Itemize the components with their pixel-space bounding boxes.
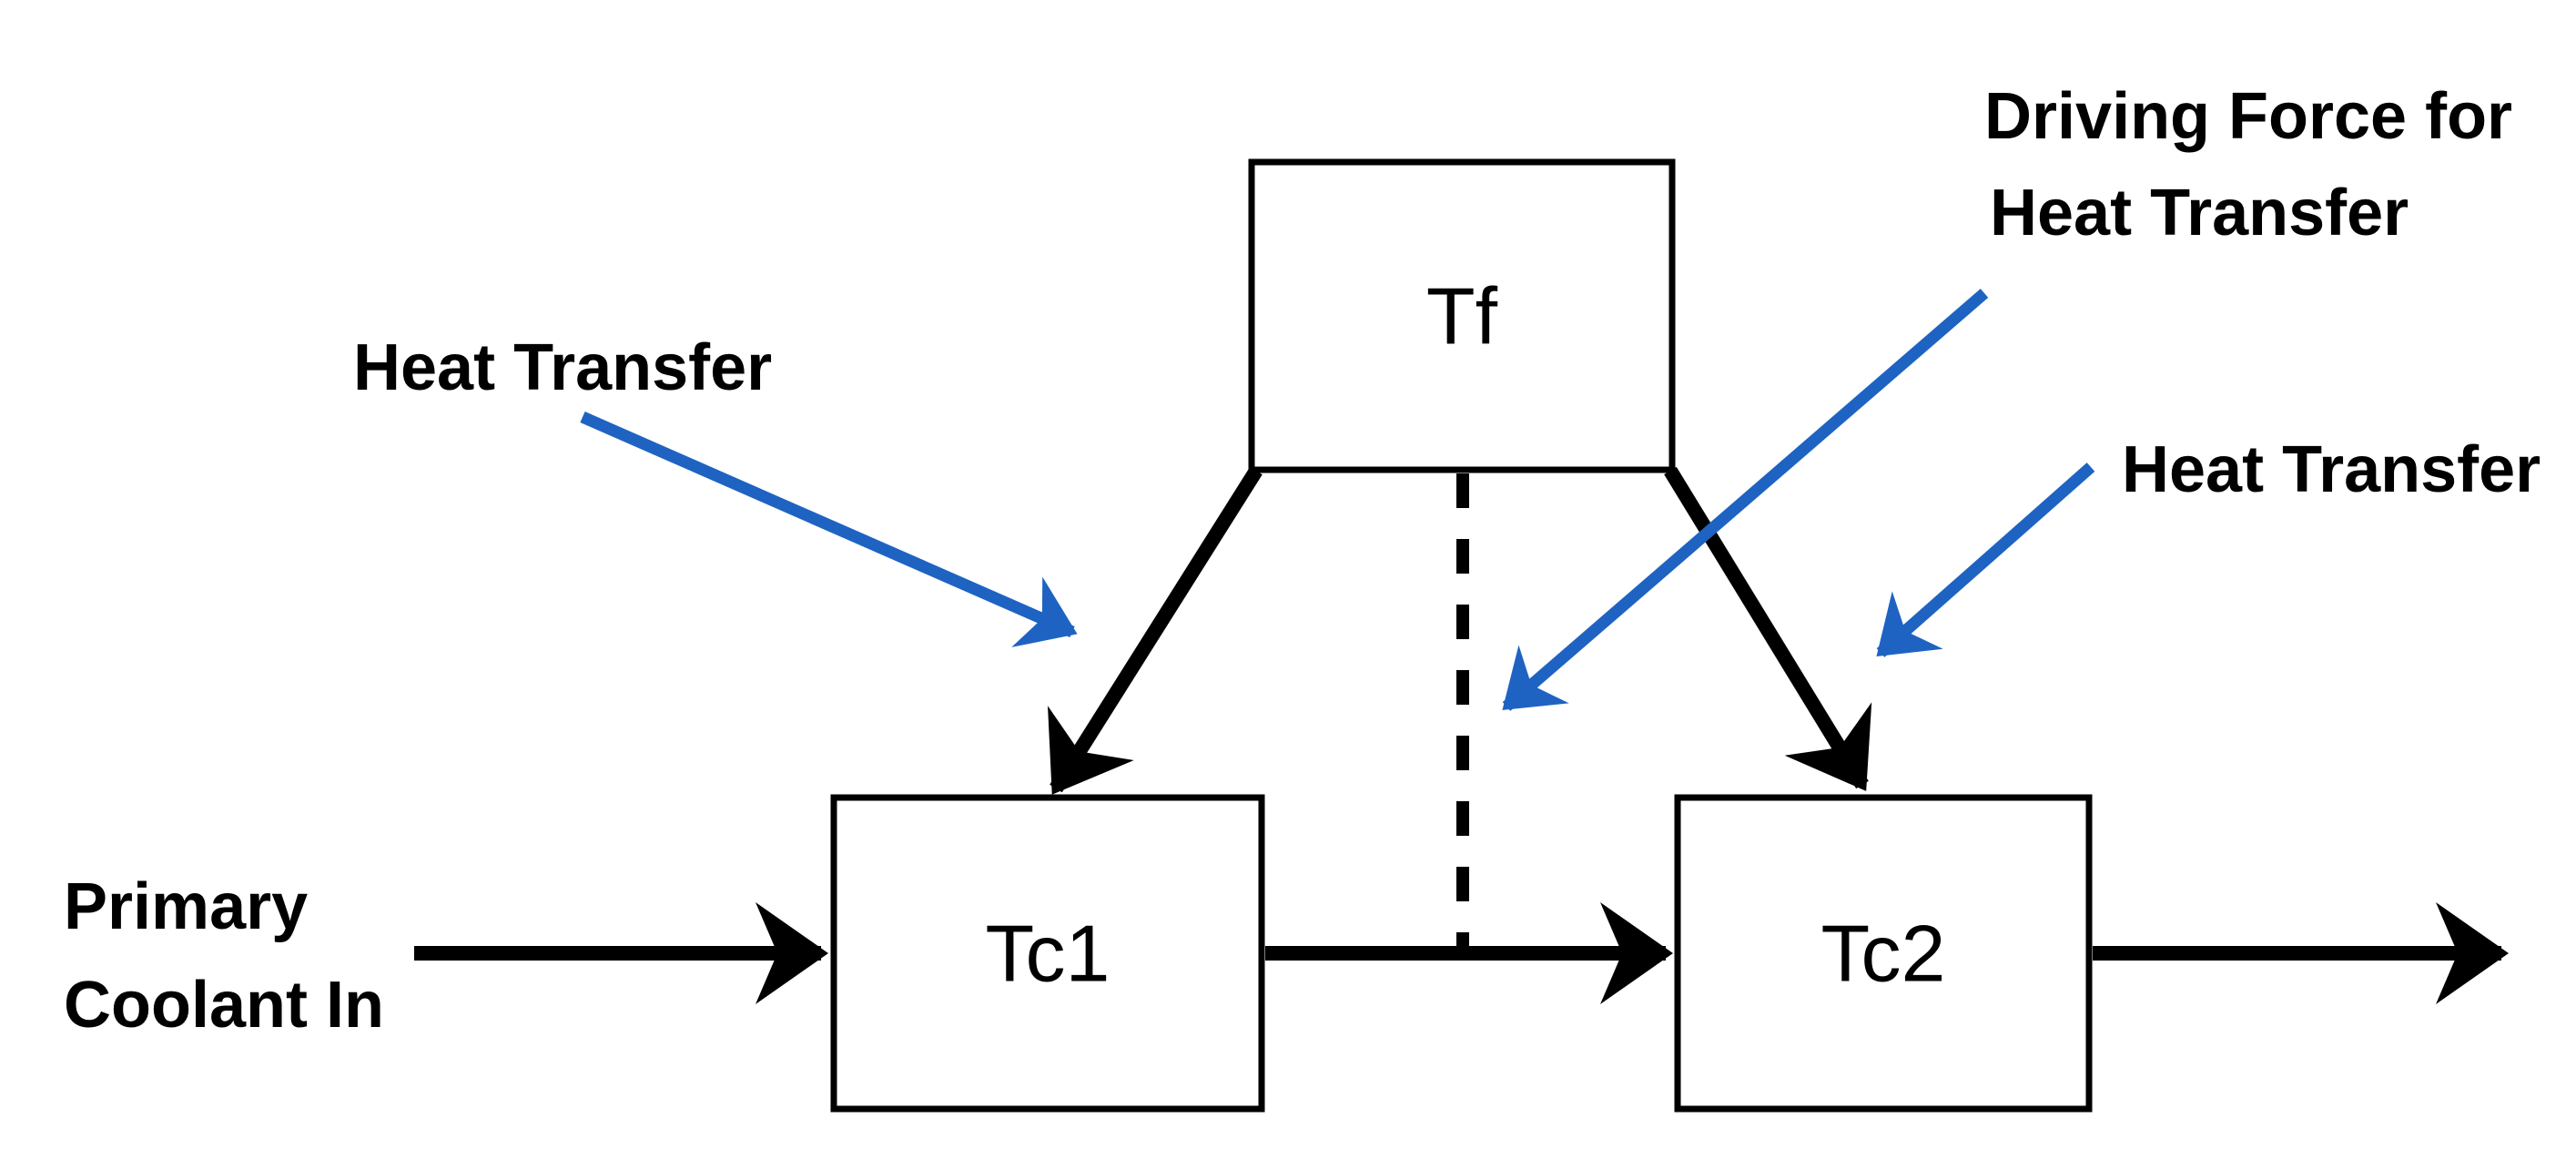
tc2-box bbox=[1674, 794, 2093, 1113]
tf-to-tc1-arrow bbox=[1048, 466, 1263, 795]
driving-force-arrow bbox=[1502, 289, 1989, 711]
driving-force-label-line1: Driving Force for bbox=[1984, 80, 2512, 153]
tf-box bbox=[1248, 158, 1676, 473]
heat-transfer-left-label: Heat Transfer bbox=[353, 331, 772, 404]
tf-to-tc2-arrow bbox=[1664, 466, 1872, 791]
heat-transfer-right-arrow bbox=[1876, 463, 2095, 657]
node-tf: Tf bbox=[1248, 158, 1676, 473]
tf-box-label: Tf bbox=[1426, 271, 1498, 361]
node-tc1: Tc1 bbox=[830, 794, 1265, 1113]
primary-coolant-label-line2: Coolant In bbox=[64, 969, 384, 1042]
heat-transfer-right-label: Heat Transfer bbox=[2122, 433, 2541, 506]
heat-transfer-left-arrow bbox=[580, 412, 1078, 647]
tc1-box-label: Tc1 bbox=[986, 909, 1111, 999]
tc1-box bbox=[830, 794, 1265, 1113]
primary-coolant-label-line1: Primary bbox=[64, 870, 308, 943]
tc2-box-label: Tc2 bbox=[1821, 909, 1946, 999]
driving-force-label-line2: Heat Transfer bbox=[1990, 177, 2409, 249]
node-tc2: Tc2 bbox=[1674, 794, 2093, 1113]
